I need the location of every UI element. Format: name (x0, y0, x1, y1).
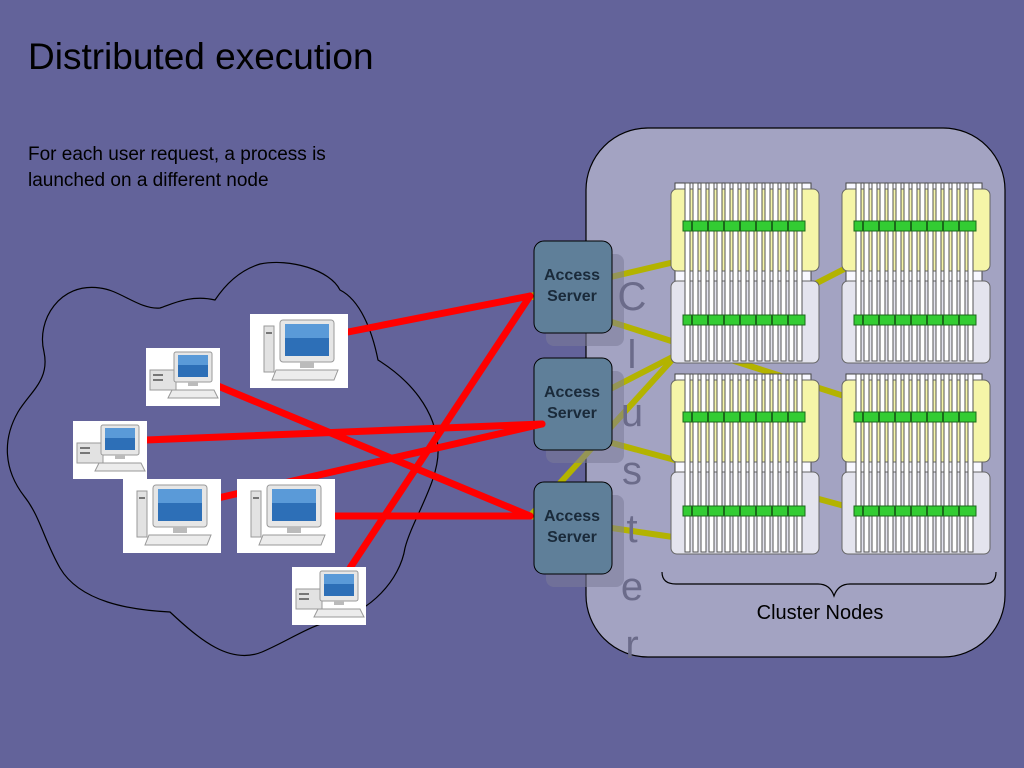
access-server-label: Access Server (534, 382, 610, 424)
cluster-letter: u (620, 391, 644, 435)
client-link (344, 292, 534, 336)
rack-server-icon (670, 182, 820, 364)
access-servers (533, 240, 624, 587)
rack-server-icon (841, 182, 991, 364)
access-server-label-line1: Access (543, 384, 601, 401)
desktop-computer-icon (236, 478, 336, 554)
client-link (346, 292, 534, 572)
cluster-letter: C (617, 275, 647, 319)
access-server-label-line1: Access (543, 267, 601, 284)
slide-subtitle: For each user request, a process is laun… (28, 144, 326, 191)
cluster-nodes-label: Cluster Nodes (756, 602, 884, 624)
access-server (533, 357, 613, 451)
slide-title: Distributed execution (28, 36, 374, 77)
access-server-label-line1: Access (543, 508, 601, 525)
access-server-label: Access Server (534, 265, 610, 307)
access-server (533, 481, 613, 575)
access-server-label-line2: Server (547, 405, 597, 422)
rack-server-icon (841, 373, 991, 555)
access-server (533, 240, 613, 334)
cluster-label: C l u s t e r (612, 268, 652, 674)
client-computers (72, 313, 367, 626)
desktop-computer-icon (291, 566, 367, 626)
desktop-computer-icon (122, 478, 222, 554)
cluster-nodes-brace (661, 571, 997, 598)
access-server-label-line2: Server (547, 288, 597, 305)
cluster-letter: t (626, 507, 638, 551)
client-link (214, 382, 534, 520)
desktop-computer-icon (145, 347, 221, 407)
rack-server-icon (670, 373, 820, 555)
cluster-letter: s (622, 449, 642, 493)
cluster-letter: l (627, 333, 637, 377)
access-server-label: Access Server (534, 506, 610, 548)
cluster-letter: r (625, 623, 639, 667)
desktop-computer-icon (72, 420, 148, 480)
client-link (142, 420, 546, 444)
access-server-label-line2: Server (547, 529, 597, 546)
cluster-letter: e (620, 565, 644, 609)
desktop-computer-icon (249, 313, 349, 389)
